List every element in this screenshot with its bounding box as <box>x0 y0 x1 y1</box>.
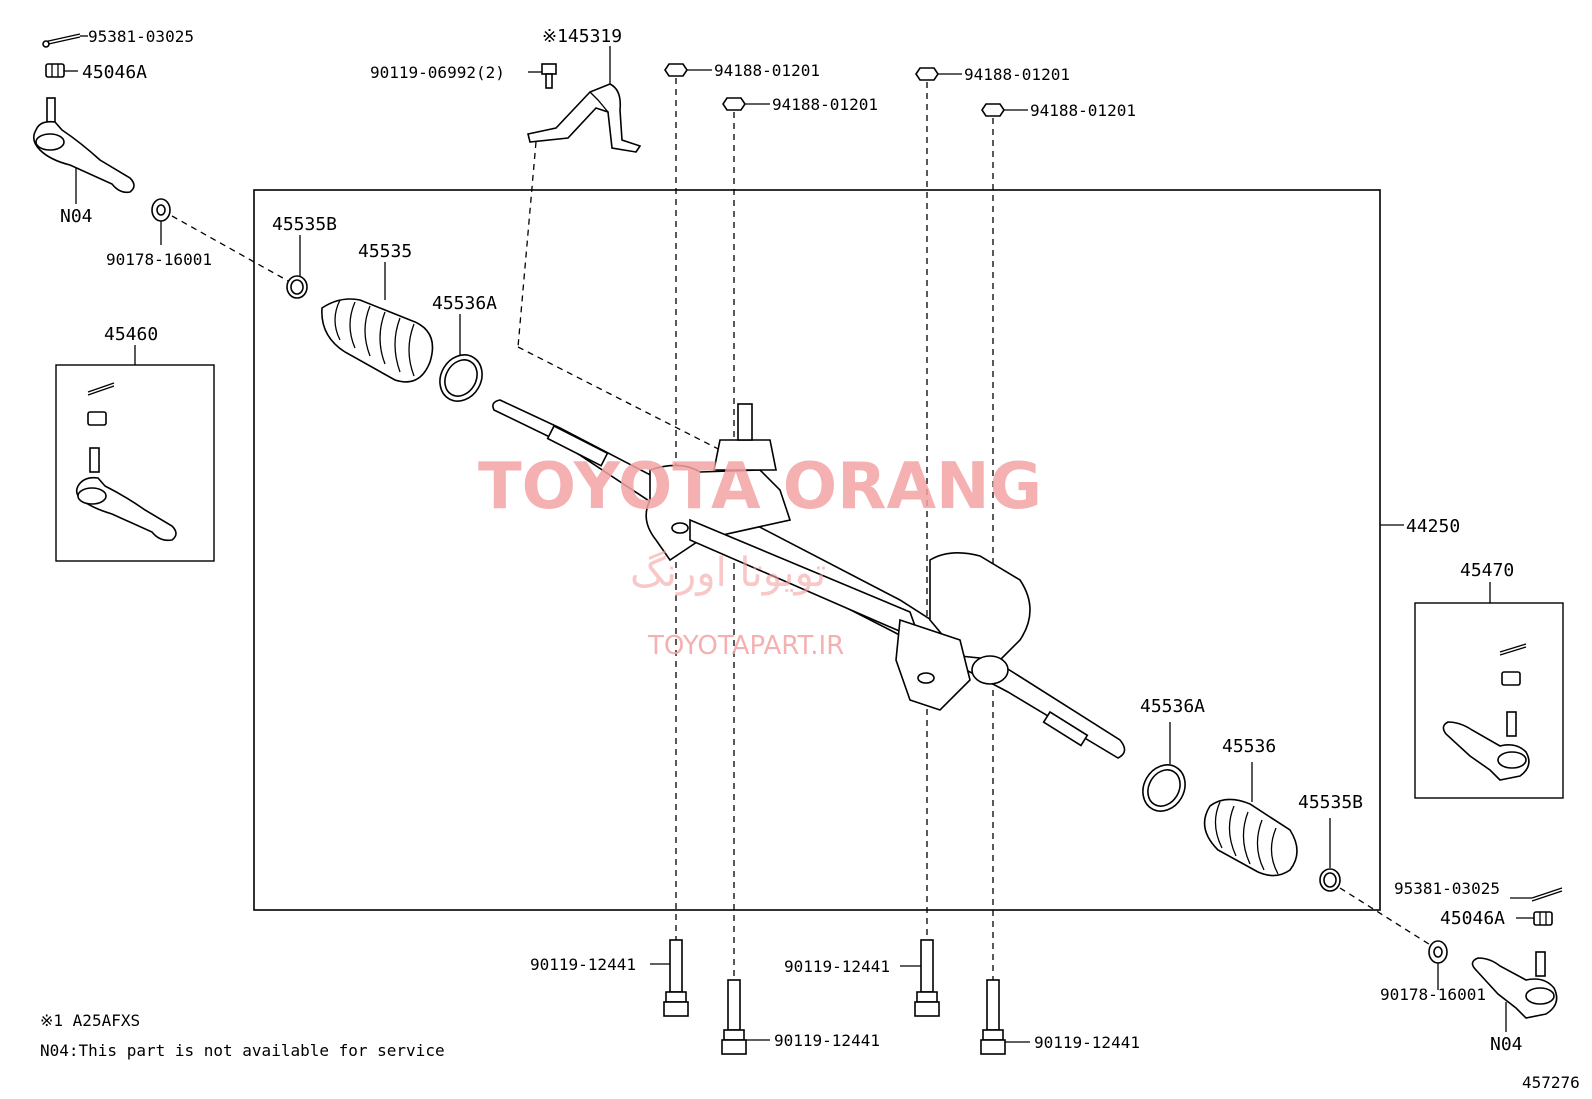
kit-left-contents-icon[interactable] <box>75 382 177 542</box>
cotter-pin-icon[interactable] <box>42 33 81 48</box>
boot-left-icon[interactable] <box>321 298 434 383</box>
label-nut-2: 94188-01201 <box>772 95 878 114</box>
label-band-left: 45536A <box>432 293 497 314</box>
bracket-bolt-icon[interactable] <box>541 63 557 89</box>
kit-box-right <box>1414 602 1564 799</box>
bolt-4-icon[interactable] <box>980 979 1006 1055</box>
label-bracket-bolt: 90119-06992(2) <box>370 63 505 82</box>
diagram-id: 457276 <box>1522 1073 1580 1092</box>
steering-rack-icon[interactable] <box>492 399 1126 759</box>
watermark-site: TOYOTAPART.IR <box>647 631 844 661</box>
label-boot-left: 45535 <box>358 241 412 262</box>
assembly-frame <box>253 189 1381 911</box>
bushing-left-icon[interactable] <box>151 198 171 222</box>
band-left-icon[interactable] <box>432 347 491 409</box>
label-clamp-left: 45535B <box>272 214 337 235</box>
cotter-pin-right-icon[interactable] <box>1531 887 1563 902</box>
label-bolt-3: 90119-12441 <box>784 957 890 976</box>
label-bushing-left: 90178-16001 <box>106 250 212 269</box>
watermark-persian: تویوتا اورنگ <box>630 550 826 596</box>
label-kit-left: 45460 <box>104 324 158 345</box>
label-nut-3: 94188-01201 <box>964 65 1070 84</box>
label-tie-rod-end-left: N04 <box>60 206 93 227</box>
flange-nut-2-icon[interactable] <box>722 97 746 111</box>
clamp-right-icon[interactable] <box>1319 868 1341 892</box>
label-gear-assembly: 44250 <box>1406 516 1460 537</box>
label-bolt-4: 90119-12441 <box>1034 1033 1140 1052</box>
bolt-3-icon[interactable] <box>914 939 940 1017</box>
castle-nut-icon[interactable] <box>45 63 65 78</box>
label-band-right: 45536A <box>1140 696 1205 717</box>
clamp-left-icon[interactable] <box>286 275 308 299</box>
label-bolt-2: 90119-12441 <box>774 1031 880 1050</box>
label-cotter-pin-right: 95381-03025 <box>1394 879 1500 898</box>
label-boot-right: 45536 <box>1222 736 1276 757</box>
label-nut-right: 45046A <box>1440 908 1505 929</box>
flange-nut-1-icon[interactable] <box>664 63 688 77</box>
label-nut-4: 94188-01201 <box>1030 101 1136 120</box>
tie-rod-end-right-icon[interactable] <box>1471 951 1558 1019</box>
tie-rod-end-left-icon[interactable] <box>32 97 135 194</box>
label-bolt-1: 90119-12441 <box>530 955 636 974</box>
watermark-main: TOYOTA ORANG <box>478 450 1042 524</box>
boot-right-icon[interactable] <box>1203 798 1298 877</box>
label-tie-rod-end-right: N04 <box>1490 1034 1523 1055</box>
flange-nut-4-icon[interactable] <box>981 103 1005 117</box>
bushing-right-icon[interactable] <box>1428 940 1448 964</box>
kit-right-contents-icon[interactable] <box>1442 643 1530 781</box>
label-nut-1: 94188-01201 <box>714 61 820 80</box>
label-cotter-pin-top-left: 95381-03025 <box>88 27 194 46</box>
label-bracket: ※145319 <box>542 26 622 47</box>
castle-nut-right-icon[interactable] <box>1533 911 1553 926</box>
footnote-2: N04:This part is not available for servi… <box>40 1041 445 1060</box>
flange-nut-3-icon[interactable] <box>915 67 939 81</box>
bracket-icon[interactable] <box>527 83 642 153</box>
bolt-1-icon[interactable] <box>663 939 689 1017</box>
label-bushing-right: 90178-16001 <box>1380 985 1486 1004</box>
label-nut-top-left: 45046A <box>82 62 147 83</box>
band-right-icon[interactable] <box>1135 757 1194 819</box>
label-kit-right: 45470 <box>1460 560 1514 581</box>
kit-box-left <box>55 364 215 562</box>
bolt-2-icon[interactable] <box>721 979 747 1055</box>
label-clamp-right: 45535B <box>1298 792 1363 813</box>
footnote-1: ※1 A25AFXS <box>40 1011 140 1030</box>
